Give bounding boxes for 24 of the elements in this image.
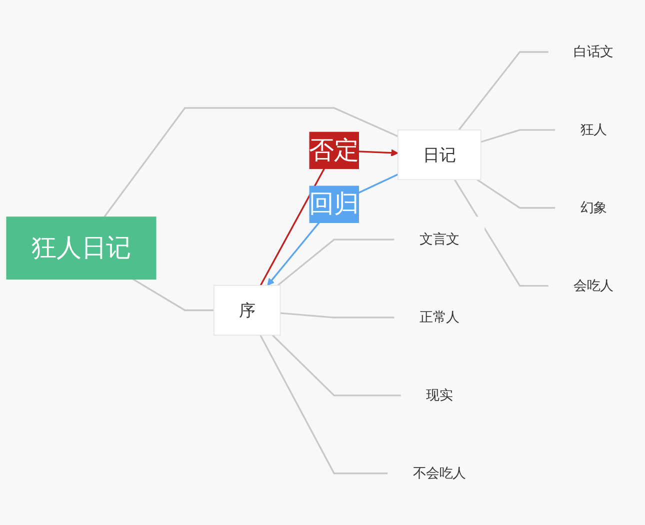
connector [454, 179, 549, 286]
connector [480, 128, 556, 143]
connector [458, 50, 549, 130]
connector [260, 334, 388, 474]
arrow [267, 173, 398, 286]
connector [277, 238, 395, 286]
node-text: 狂人 [580, 121, 607, 138]
node-text: 不会吃人 [412, 464, 466, 481]
node-text: 幻象 [580, 199, 607, 216]
connector [132, 278, 214, 311]
node-box: 狂人日记 [6, 216, 156, 280]
node-text: 现实 [426, 386, 453, 403]
edge-label: 回归 [309, 190, 359, 219]
arrow [260, 148, 398, 286]
node-text: 正常人 [419, 309, 460, 325]
connector [272, 334, 402, 396]
node-text: 会吃人 [574, 277, 614, 294]
node-text: 白话文 [574, 44, 614, 60]
connector [104, 106, 398, 218]
connector [476, 178, 556, 208]
edge-label: 否定 [309, 136, 359, 165]
node-box: 日记 [398, 129, 482, 180]
node-box: 序 [213, 284, 281, 336]
connector [280, 312, 395, 318]
